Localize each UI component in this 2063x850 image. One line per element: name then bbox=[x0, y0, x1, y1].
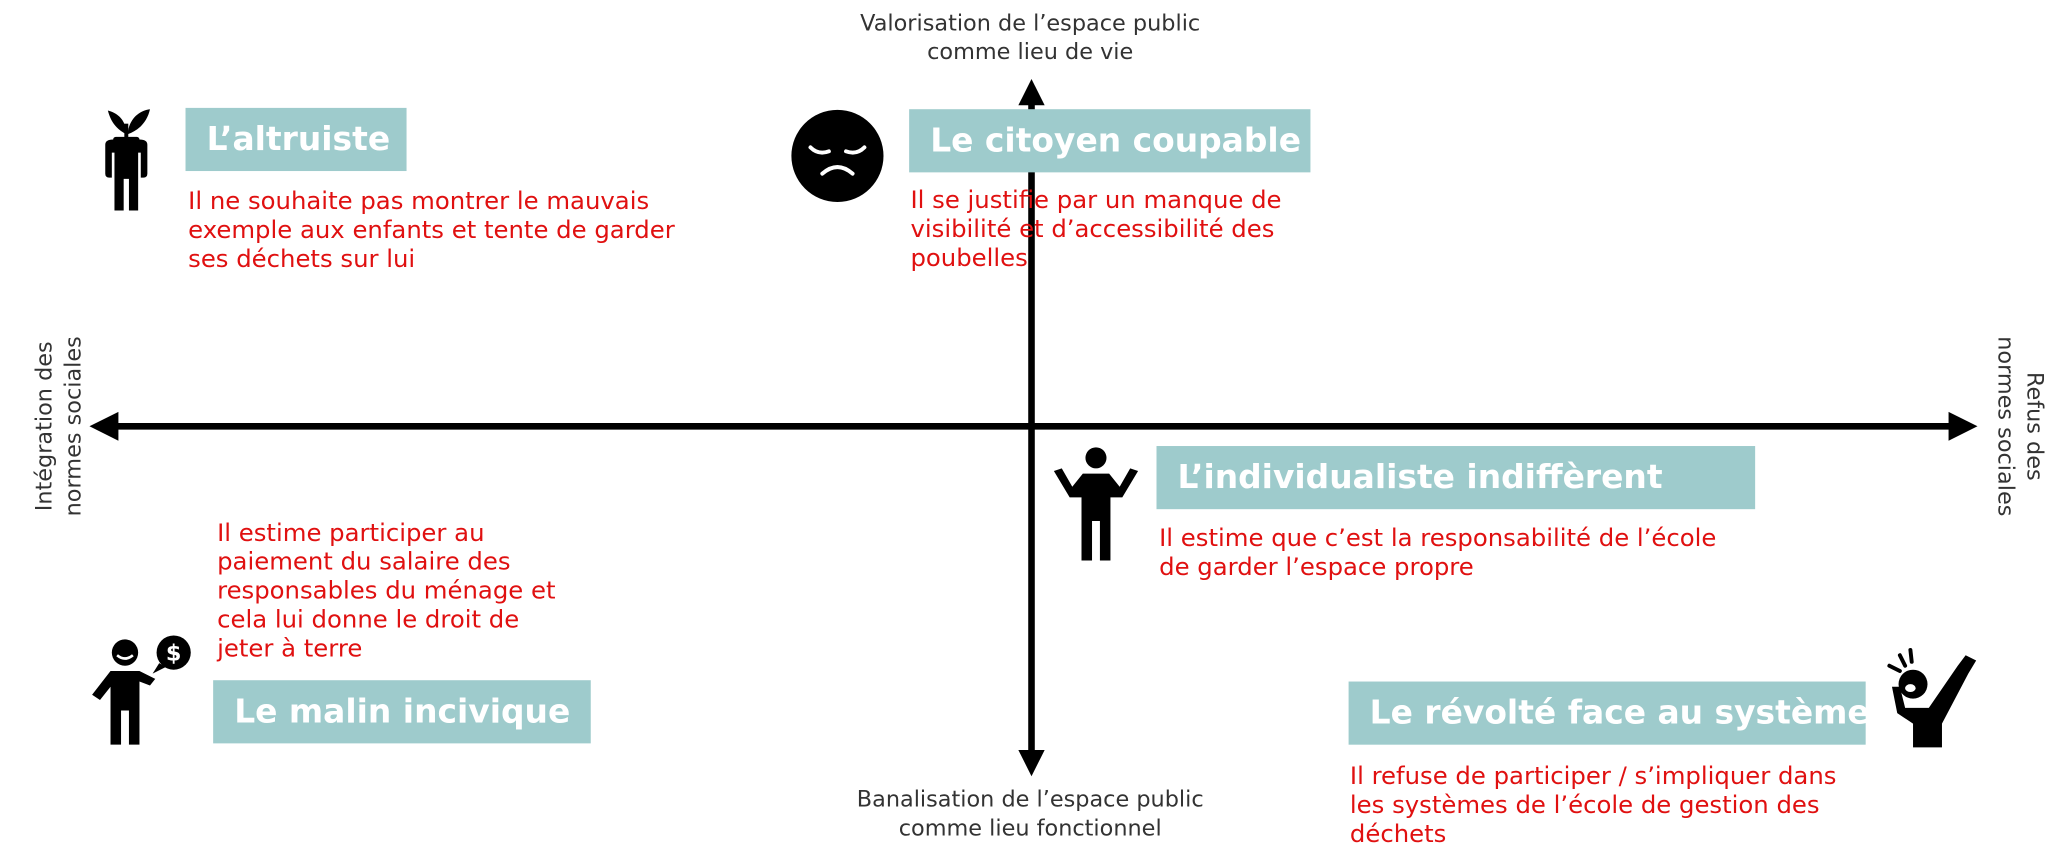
axis-label-left: Intégration des normes sociales bbox=[30, 282, 88, 571]
description-line: Il refuse de participer / s’impliquer da… bbox=[1349, 763, 1837, 791]
description-line: Il estime que c’est la responsabilité de… bbox=[1159, 524, 1717, 553]
person-with-plant-icon bbox=[87, 105, 166, 213]
description-line: cela lui donne le droit de bbox=[217, 606, 520, 635]
description-line: visibilité et d’accessibilité des bbox=[910, 215, 1275, 244]
description-line: Il se justifie par un manque de bbox=[910, 186, 1282, 215]
axis-label-bottom-line: Banalisation de l’espace public bbox=[856, 786, 1204, 814]
left-arrow-icon bbox=[89, 411, 119, 441]
description-line: les systèmes de l’école de gestion des bbox=[1349, 792, 1820, 820]
description-line: paiement du salaire des bbox=[217, 548, 511, 577]
title-citoyen-coupable: Le citoyen coupable bbox=[909, 109, 1311, 173]
axis-label-top-line: Valorisation de l’espace public bbox=[860, 10, 1201, 37]
description-line: Il ne souhaite pas montrer le mauvais bbox=[188, 188, 650, 216]
person-money-icon: $ bbox=[87, 634, 200, 750]
description-line: Il estime participer au bbox=[217, 519, 485, 548]
right-arrow-icon bbox=[1948, 411, 1978, 441]
description-line: exemple aux enfants et tente de garder bbox=[188, 217, 675, 245]
axis-label-right-line: Refus des bbox=[2020, 371, 2048, 481]
description-citoyen-coupable: Il se justifie par un manque de visibili… bbox=[910, 187, 1281, 274]
axis-label-right: Refus des normes sociales bbox=[1991, 282, 2049, 571]
description-altruiste: Il ne souhaite pas montrer le mauvais ex… bbox=[188, 188, 675, 275]
axis-label-top-line: comme lieu de vie bbox=[927, 39, 1134, 66]
axis-label-bottom: Banalisation de l’espace public comme li… bbox=[833, 785, 1228, 843]
axis-label-left-line: normes sociales bbox=[60, 336, 87, 517]
svg-text:$: $ bbox=[166, 640, 182, 666]
description-line: de garder l’espace propre bbox=[1159, 553, 1474, 582]
down-arrow-icon bbox=[1018, 749, 1045, 777]
description-line: déchets bbox=[1349, 820, 1447, 849]
description-line: ses déchets sur lui bbox=[188, 246, 416, 274]
description-revolte-systeme: Il refuse de participer / s’impliquer da… bbox=[1350, 763, 1837, 850]
title-individualiste-indifferent: L’individualiste indiffèrent bbox=[1156, 446, 1756, 510]
shouting-person-icon bbox=[1884, 647, 1983, 750]
description-line: poubelles bbox=[910, 244, 1028, 273]
shrugging-person-icon bbox=[1051, 445, 1140, 563]
axis-label-right-line: normes sociales bbox=[1991, 336, 2019, 517]
description-individualiste-indifferent: Il estime que c’est la responsabilité de… bbox=[1159, 525, 1716, 583]
title-malin-incivique: Le malin incivique bbox=[213, 680, 591, 744]
description-line: responsables du ménage et bbox=[217, 577, 556, 606]
axis-label-top: Valorisation de l’espace public comme li… bbox=[833, 9, 1228, 67]
title-revolte-systeme: Le révolté face au système bbox=[1348, 681, 1870, 745]
axis-label-left-line: Intégration des bbox=[31, 341, 58, 512]
sad-face-icon bbox=[789, 108, 885, 204]
description-malin-incivique: Il estime participer au paiement du sala… bbox=[217, 520, 555, 665]
description-line: jeter à terre bbox=[217, 635, 363, 664]
up-arrow-icon bbox=[1018, 78, 1045, 106]
axis-label-bottom-line: comme lieu fonctionnel bbox=[898, 815, 1162, 843]
title-altruiste: L’altruiste bbox=[185, 107, 407, 172]
